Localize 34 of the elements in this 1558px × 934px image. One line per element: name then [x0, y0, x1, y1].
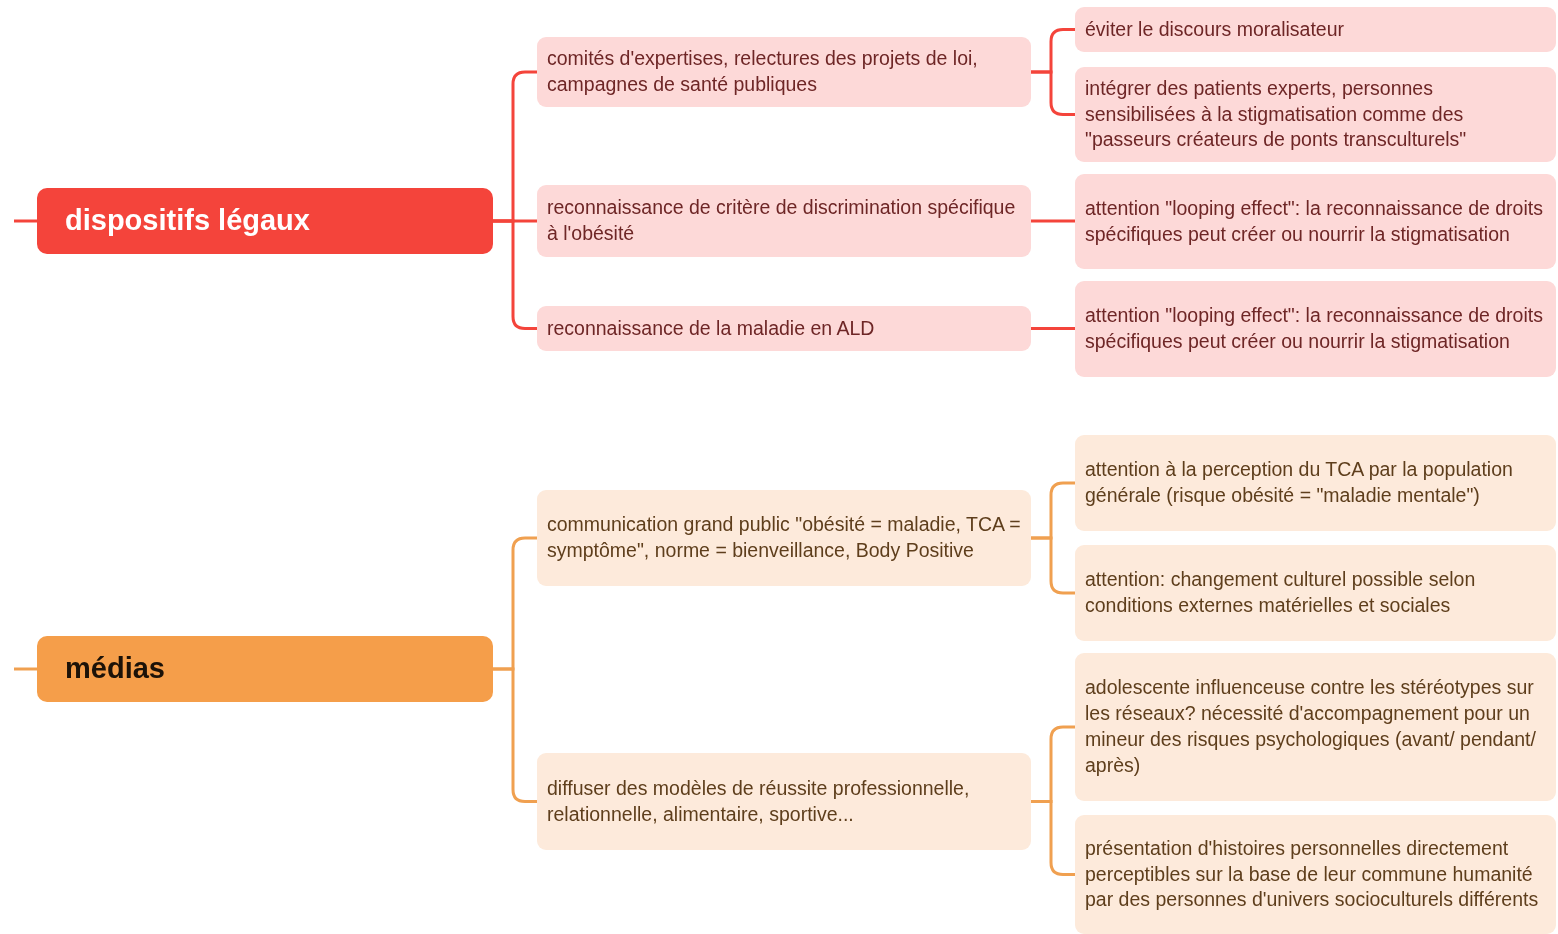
- subtopic-box: [1075, 435, 1556, 531]
- topic-text: communication grand public "obésité = maladie, TCA = symptôme", norme = bienveillance, Body Positive: [547, 512, 1021, 563]
- topic-text: reconnaissance de la maladie en ALD: [547, 315, 875, 341]
- connector-line: [14, 219, 37, 223]
- topic-text: présentation d'histoires personnelles directement perceptibles sur la base de leur commune humanité par des personnes d'univers socioculturels différents: [1085, 835, 1540, 913]
- topic-text: intégrer des patients experts, personnes sensibilisées à la stigmatisation comme des "passeurs créateurs de ponts transculturels": [1085, 75, 1468, 153]
- topic-text: reconnaissance de critère de discrimination spécifique à l'obésité: [547, 195, 1017, 246]
- connector-line: [1031, 327, 1075, 330]
- subtopic-box: [537, 185, 1031, 257]
- topic-text: éviter le discours moralisateur: [1085, 16, 1344, 42]
- subtopic-box: [1075, 545, 1556, 641]
- topic-text: attention à la perception du TCA par la population générale (risque obésité = "maladie mentale"): [1085, 457, 1514, 508]
- topic-text: adolescente influenceuse contre les stéréotypes sur les réseaux? nécessité d'accompagnement pour un mineur des risques psychologiques (avant/ pendant/ après): [1085, 675, 1537, 778]
- subtopic-box: [1075, 815, 1556, 934]
- topic-text: attention: changement culturel possible selon conditions externes matérielles et sociales: [1085, 567, 1477, 618]
- subtopic-box: [537, 753, 1031, 850]
- subtopic-box: [1075, 174, 1556, 269]
- topic-title: dispositifs légaux: [65, 205, 310, 237]
- connector-line: [1031, 219, 1075, 223]
- topic-box: [37, 636, 493, 702]
- subtopic-box: [1075, 7, 1556, 52]
- connector-line: [14, 667, 37, 671]
- topic-title: médias: [65, 653, 165, 685]
- subtopic-box: [537, 306, 1031, 351]
- subtopic-box: [537, 37, 1031, 107]
- topic-text: attention "looping effect": la reconnaissance de droits spécifiques peut créer ou nourrir la stigmatisation: [1085, 303, 1544, 354]
- subtopic-box: [1075, 67, 1556, 162]
- topic-text: comités d'expertises, relectures des projets de loi, campagnes de santé publiques: [547, 46, 979, 97]
- topic-text: diffuser des modèles de réussite professionnelle, relationnelle, alimentaire, sportive...: [547, 775, 971, 827]
- subtopic-box: [1075, 281, 1556, 377]
- subtopic-box: [1075, 653, 1556, 801]
- topic-text: attention "looping effect": la reconnaissance de droits spécifiques peut créer ou nourrir la stigmatisation: [1085, 195, 1544, 247]
- topic-box: [37, 188, 493, 254]
- subtopic-box: [537, 490, 1031, 586]
